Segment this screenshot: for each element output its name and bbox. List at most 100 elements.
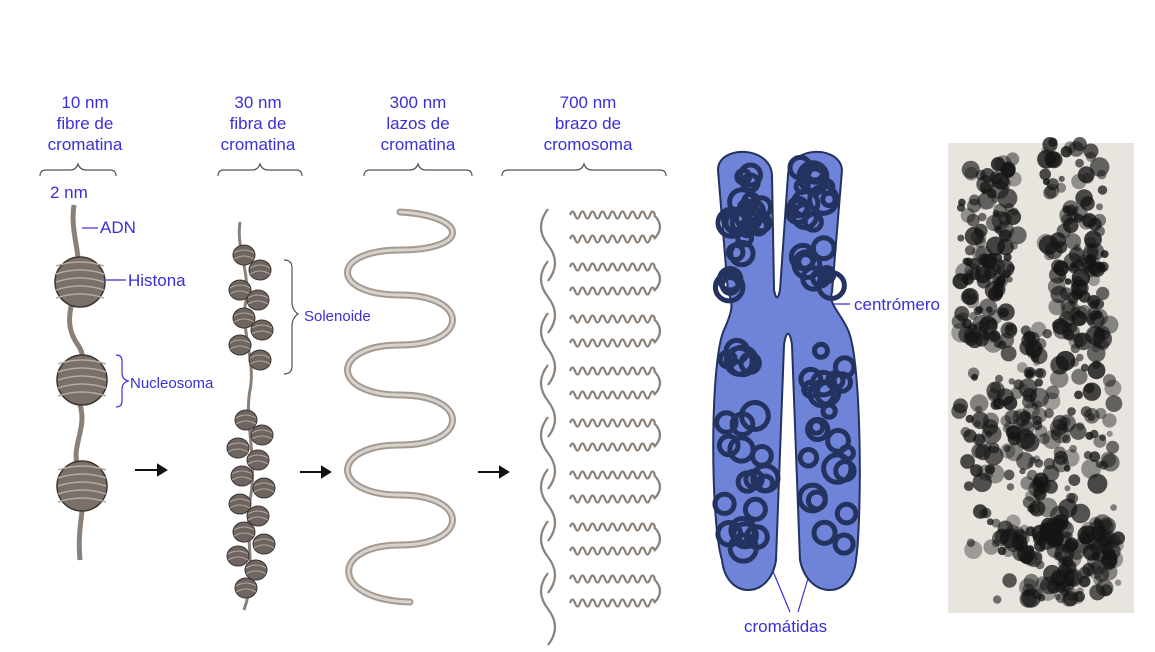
chromatin-speck — [1009, 226, 1027, 244]
chromatin-speck — [1088, 361, 1106, 379]
chromatin-speck — [1007, 276, 1013, 282]
chromatin-speck — [1027, 332, 1040, 345]
chromatin-speck — [996, 259, 1014, 277]
chromatin-speck — [964, 481, 974, 491]
loop-lower — [570, 288, 655, 295]
chromatin-speck — [1094, 327, 1105, 338]
loop-lower — [570, 600, 655, 607]
chromatin-speck — [1056, 183, 1066, 193]
chromatin-speck — [972, 412, 989, 429]
chromatin-speck — [992, 519, 1001, 528]
chromatin-speck — [1098, 185, 1107, 194]
solenoid-nucleosome — [235, 578, 257, 598]
chromatin-speck — [1100, 530, 1116, 546]
chromatin-speck — [997, 303, 1014, 320]
stage-line2: cromatina — [363, 134, 473, 155]
loop-lower — [570, 444, 655, 451]
loop-turn — [654, 371, 660, 395]
chromatin-speck — [1104, 380, 1121, 397]
chromatin-speck — [1115, 580, 1121, 586]
loop-upper — [570, 212, 655, 219]
chromatin-speck — [1055, 568, 1075, 588]
chromatin-speck — [1077, 587, 1084, 594]
chromatin-speck — [1093, 435, 1106, 448]
chromatin-speck — [1070, 423, 1087, 440]
chromatin-speck — [1055, 241, 1067, 253]
chromatin-speck — [964, 325, 982, 343]
solenoid-nucleosome — [233, 522, 255, 542]
chromatin-speck — [1110, 504, 1117, 511]
solenoid-nucleosome — [249, 350, 271, 370]
chromatin-speck — [1026, 551, 1042, 567]
chromatin-speck — [975, 264, 988, 277]
chromatin-speck — [981, 316, 990, 325]
chromatin-speck — [1093, 514, 1111, 532]
dna-width-label: 2 nm — [50, 182, 88, 203]
chromatin-speck — [1097, 170, 1107, 180]
chromatin-speck — [993, 595, 1001, 603]
brace-700nm — [502, 164, 666, 176]
loop-lower — [570, 236, 655, 243]
stage-label-700nm: 700 nm brazo de cromosoma — [528, 92, 648, 155]
chromatin-speck — [1062, 434, 1071, 443]
solenoid-nucleosome — [247, 290, 269, 310]
solenoid-nucleosome — [253, 478, 275, 498]
chromatin-speck — [1075, 189, 1093, 207]
chromatin-speck — [1004, 470, 1015, 481]
loop-lower — [570, 392, 655, 399]
chromatin-speck — [1050, 429, 1061, 440]
chromatin-speck — [1055, 518, 1065, 528]
chromatin-speck — [1073, 137, 1087, 151]
chromatin-speck — [1034, 459, 1043, 468]
chromatin-speck — [1082, 213, 1097, 228]
chromatin-speck — [1069, 445, 1077, 453]
histone-label: Histona — [128, 270, 186, 291]
stage-size: 10 nm — [30, 92, 140, 113]
chromatin-speck — [1061, 301, 1080, 320]
chromatin-speck — [1083, 383, 1101, 401]
chromatin-speck — [1101, 584, 1113, 596]
chromatin-speck — [1019, 421, 1034, 436]
chromatin-speck — [1043, 178, 1050, 185]
chromatin-speck — [1044, 408, 1054, 418]
solenoid-nucleosome — [233, 308, 255, 328]
stage-line2: cromosoma — [528, 134, 648, 155]
solenoid-nucleosome — [251, 425, 273, 445]
chromatin-speck — [1081, 459, 1101, 479]
chromatin-speck — [1021, 433, 1040, 452]
solenoid-nucleosome — [231, 466, 253, 486]
loop-turn — [654, 579, 660, 603]
chromatin-speck — [1067, 292, 1079, 304]
loop-turn — [654, 215, 660, 239]
chromatin-speck — [1059, 176, 1065, 182]
stage-size: 700 nm — [528, 92, 648, 113]
nucleosome-brace — [116, 355, 128, 407]
arrow-2-head — [322, 467, 330, 477]
stage-line1: brazo de — [528, 113, 648, 134]
progression-arrows — [135, 465, 508, 477]
chromatin-speck — [978, 213, 987, 222]
chromatin-speck — [957, 204, 965, 212]
stage-line1: lazos de — [363, 113, 473, 134]
chromatin-speck — [973, 504, 987, 518]
chromatin-speck — [976, 170, 987, 181]
chromatin-speck — [1032, 403, 1039, 410]
chromatin-speck — [1038, 594, 1046, 602]
solenoid-nucleosome — [245, 560, 267, 580]
chromatin-speck — [1052, 321, 1060, 329]
chromatin-speck — [1041, 147, 1048, 154]
stage-line2: cromatina — [30, 134, 140, 155]
chromatin-speck — [979, 298, 997, 316]
solenoid-nucleosome — [251, 320, 273, 340]
chromatin-speck — [1000, 415, 1011, 426]
chromatin-speck — [1004, 532, 1024, 552]
solenoid-nucleosome — [233, 245, 255, 265]
chromatin-speck — [1027, 470, 1038, 481]
solenoid-nucleosome — [227, 438, 249, 458]
chromatin-speck — [1087, 553, 1104, 570]
chromatin-speck — [1025, 490, 1036, 501]
arrow-1-head — [158, 465, 166, 475]
solenoid-brace — [284, 260, 298, 374]
stage-line1: fibre de — [30, 113, 140, 134]
stage-label-300nm: 300 nm lazos de cromatina — [363, 92, 473, 155]
